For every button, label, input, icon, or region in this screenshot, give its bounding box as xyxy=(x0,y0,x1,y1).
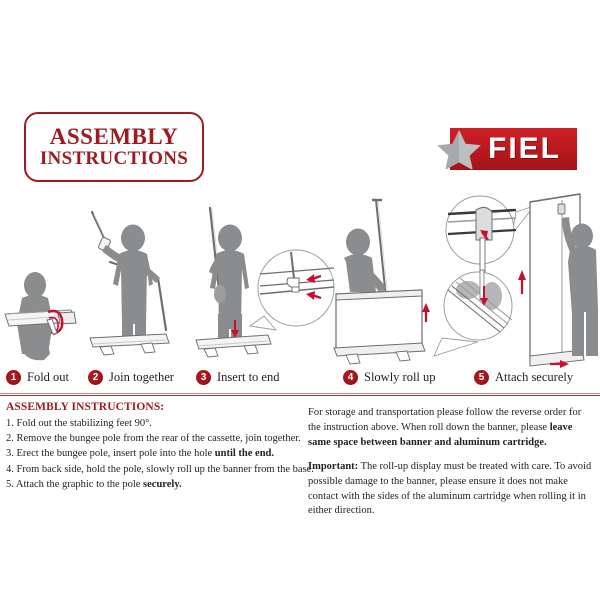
step-5: 5 Attach securely xyxy=(474,366,573,388)
title-line-1: ASSEMBLY xyxy=(49,123,179,149)
title-line-2: INSTRUCTIONS xyxy=(39,148,189,170)
illustration-step-4 xyxy=(330,190,448,370)
important-label: Important: xyxy=(308,460,359,472)
step-badge-3: 3 xyxy=(196,369,211,385)
instruction-item-4-text: 4. From back side, hold the pole, slowly… xyxy=(6,463,314,475)
illustration-strip xyxy=(0,190,600,370)
instruction-item-5: 5. Attach the graphic to the pole secure… xyxy=(6,477,298,492)
magnified-base-callout xyxy=(433,269,513,357)
illustration-step-3 xyxy=(188,190,336,370)
cassette-base xyxy=(333,342,426,365)
logo-wordmark: FIEL xyxy=(488,132,561,165)
instruction-item-3: 3. Erect the bungee pole, insert pole in… xyxy=(6,446,298,461)
brand-logo: FIEL xyxy=(432,128,577,170)
red-arrow-right-foot xyxy=(550,360,569,368)
cassette-base xyxy=(89,333,170,356)
figure-attaching-graphic xyxy=(562,217,598,356)
instruction-item-5-bold: securely. xyxy=(143,478,182,490)
step-3: 3 Insert to end xyxy=(196,366,279,388)
important-paragraph: Important: The roll-up display must be t… xyxy=(308,460,594,520)
step-label-3: Insert to end xyxy=(217,369,280,384)
step-1: 1 Fold out xyxy=(6,366,69,388)
right-text-column: For storage and transportation please fo… xyxy=(308,406,594,528)
instruction-item-1-text: 1. Fold out the stabilizing feet 90°. xyxy=(6,418,152,429)
instruction-item-4: 4. From back side, hold the pole, slowly… xyxy=(6,462,314,477)
page-title: ASSEMBLY INSTRUCTIONS xyxy=(24,112,204,182)
left-text-column: ASSEMBLY INSTRUCTIONS: 1. Fold out the s… xyxy=(6,401,314,492)
storage-paragraph-text: For storage and transportation please fo… xyxy=(308,407,582,433)
instruction-item-3-bold: until the end. xyxy=(214,448,275,460)
cassette-bar xyxy=(4,309,77,327)
illustration-step-2 xyxy=(86,190,198,370)
red-arrow-up-hook xyxy=(480,230,489,241)
step-label-4: Slowly roll up xyxy=(364,369,436,384)
magnified-hook-callout xyxy=(445,195,536,279)
step-4: 4 Slowly roll up xyxy=(343,366,436,388)
red-arrow-up xyxy=(422,303,430,322)
step-label-2: Join together xyxy=(109,369,174,384)
horizontal-divider xyxy=(0,393,600,397)
step-badge-1: 1 xyxy=(6,369,21,385)
instruction-item-3-text: 3. Erect the bungee pole, insert pole in… xyxy=(6,448,215,460)
instruction-item-5-text: 5. Attach the graphic to the pole xyxy=(6,478,144,490)
step-badge-5: 5 xyxy=(474,369,489,385)
illustration-step-1 xyxy=(2,190,114,370)
red-arrow-down xyxy=(231,320,239,338)
cassette-base xyxy=(195,334,272,358)
red-arrow-left-upper xyxy=(306,274,322,283)
figure-standing-holding-pole xyxy=(209,224,249,344)
instruction-item-2-text: 2. Remove the bungee pole from the rear … xyxy=(6,433,301,445)
star-icon xyxy=(437,130,481,169)
left-column-heading: ASSEMBLY INSTRUCTIONS: xyxy=(6,401,165,413)
step-2: 2 Join together xyxy=(88,366,174,388)
figure-standing xyxy=(102,224,160,338)
red-arrow-left-lower xyxy=(306,291,322,300)
divider-line-bottom xyxy=(0,395,600,396)
step-caption-row: 1 Fold out 2 Join together 3 Insert to e… xyxy=(0,366,600,390)
step-badge-4: 4 xyxy=(343,369,358,385)
banner-panel xyxy=(335,289,423,351)
magnified-detail-callout xyxy=(248,249,335,331)
instruction-item-2: 2. Remove the bungee pole from the rear … xyxy=(6,431,301,446)
step-badge-2: 2 xyxy=(88,369,103,385)
step-label-1: Fold out xyxy=(27,369,70,384)
red-arrow-down-base xyxy=(480,286,488,306)
storage-paragraph-bold: leave same space between banner and alum… xyxy=(308,421,573,448)
instruction-item-1: 1. Fold out the stabilizing feet 90°. xyxy=(6,416,298,431)
storage-paragraph: For storage and transportation please fo… xyxy=(308,406,594,451)
illustration-step-5 xyxy=(430,190,598,370)
divider-line-top xyxy=(0,393,600,394)
red-arrow-up-side xyxy=(518,270,526,294)
figure-behind-banner xyxy=(344,228,389,298)
important-paragraph-text: The roll-up display must be treated with… xyxy=(308,460,592,517)
step-label-5: Attach securely xyxy=(495,369,574,384)
